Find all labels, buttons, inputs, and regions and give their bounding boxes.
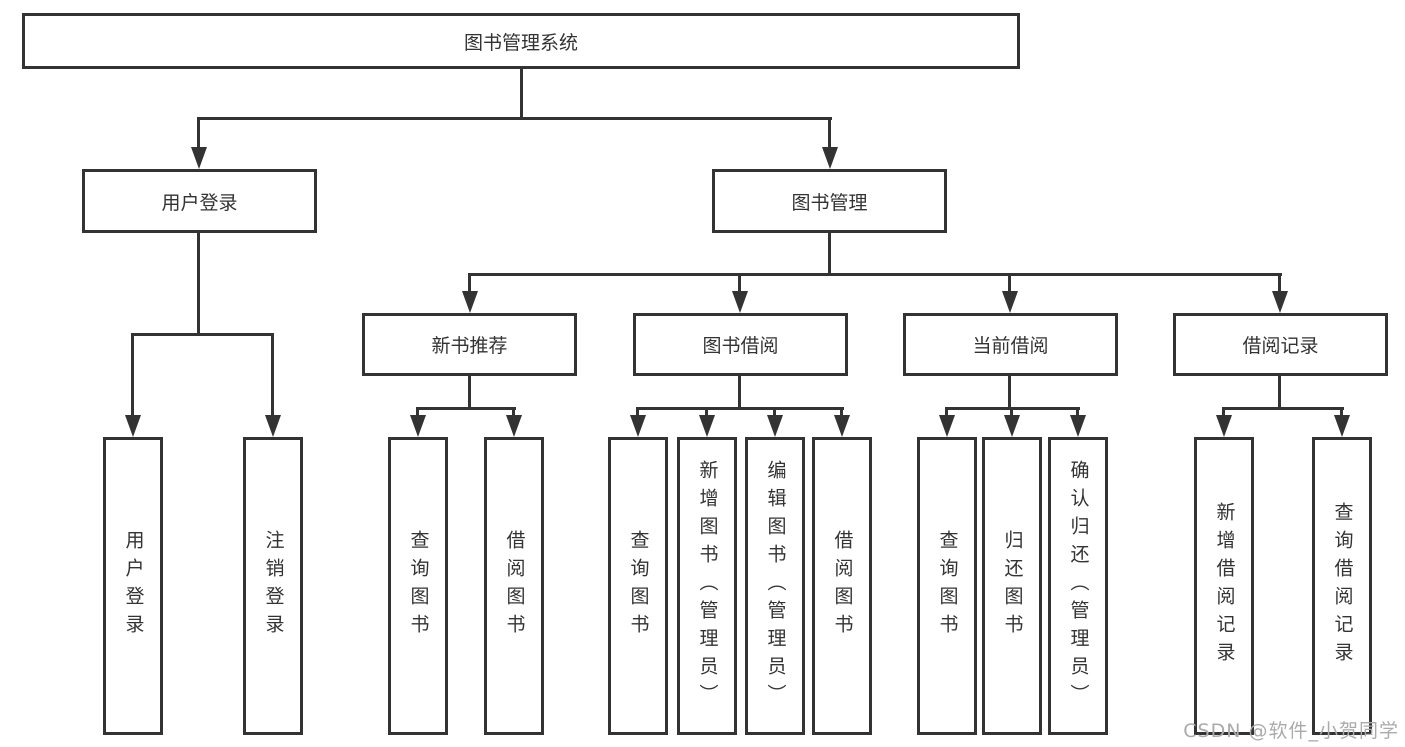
leaf-borrowing-add-books-admin: 新增图书（管理员）	[677, 437, 737, 735]
arrow-down-icon	[732, 291, 748, 313]
arrow-down-icon	[630, 415, 646, 437]
connector-line	[520, 69, 523, 117]
connector-line	[1222, 407, 1344, 410]
connector-line	[1008, 376, 1011, 407]
leaf-recommend-query-books: 查询图书	[388, 437, 448, 735]
node-root-library-system: 图书管理系统	[22, 13, 1020, 69]
leaf-borrowing-query-books: 查询图书	[608, 437, 668, 735]
connector-line	[773, 407, 776, 417]
leaf-records-add-record: 新增借阅记录	[1194, 437, 1254, 735]
arrow-down-icon	[410, 415, 426, 437]
arrow-down-icon	[462, 291, 478, 313]
leaf-borrowing-edit-books-admin: 编辑图书（管理员）	[745, 437, 805, 735]
csdn-watermark: CSDN @软件_小贺同学	[1183, 720, 1399, 742]
leaf-current-confirm-return-admin: 确认归还（管理员）	[1048, 437, 1108, 735]
arrow-down-icon	[506, 415, 522, 437]
connector-line	[197, 233, 200, 333]
connector-line	[416, 407, 516, 410]
connector-line	[636, 407, 844, 410]
arrow-down-icon	[939, 415, 955, 437]
node-book-borrowing: 图书借阅	[633, 313, 848, 376]
connector-line	[945, 407, 948, 417]
connector-line	[1008, 273, 1011, 293]
connector-line	[468, 376, 471, 407]
connector-line	[1278, 376, 1281, 407]
connector-line	[131, 333, 134, 417]
connector-line	[705, 407, 708, 417]
leaf-user-login: 用户登录	[103, 437, 163, 735]
arrow-down-icon	[1272, 291, 1288, 313]
connector-line	[197, 117, 200, 150]
arrow-down-icon	[125, 415, 141, 437]
arrow-down-icon	[1004, 415, 1020, 437]
connector-line	[271, 333, 274, 417]
arrow-down-icon	[1216, 415, 1232, 437]
connector-line	[1340, 407, 1343, 417]
connector-line	[512, 407, 515, 417]
node-user-login: 用户登录	[82, 169, 317, 233]
leaf-current-query-books: 查询图书	[917, 437, 977, 735]
leaf-recommend-borrow-books: 借阅图书	[484, 437, 544, 735]
leaf-records-query-record: 查询借阅记录	[1312, 437, 1372, 735]
connector-line	[636, 407, 639, 417]
connector-line	[828, 117, 831, 150]
connector-line	[197, 117, 832, 120]
node-book-management: 图书管理	[712, 169, 947, 233]
arrow-down-icon	[265, 415, 281, 437]
connector-line	[738, 376, 741, 407]
connector-line	[1076, 407, 1079, 417]
arrow-down-icon	[834, 415, 850, 437]
arrow-down-icon	[191, 147, 207, 169]
arrow-down-icon	[1334, 415, 1350, 437]
connector-line	[131, 333, 274, 336]
leaf-logout: 注销登录	[243, 437, 303, 735]
connector-line	[468, 273, 471, 293]
connector-line	[1010, 407, 1013, 417]
connector-line	[1278, 273, 1281, 293]
node-current-borrowing: 当前借阅	[903, 313, 1118, 376]
arrow-down-icon	[822, 147, 838, 169]
leaf-borrowing-borrow-books: 借阅图书	[812, 437, 872, 735]
arrow-down-icon	[767, 415, 783, 437]
node-borrowing-records: 借阅记录	[1173, 313, 1388, 376]
arrow-down-icon	[1002, 291, 1018, 313]
leaf-current-return-books: 归还图书	[982, 437, 1042, 735]
connector-line	[840, 407, 843, 417]
node-new-book-recommendation: 新书推荐	[362, 313, 577, 376]
connector-line	[468, 273, 1282, 276]
connector-line	[738, 273, 741, 293]
connector-line	[416, 407, 419, 417]
connector-line	[1222, 407, 1225, 417]
arrow-down-icon	[699, 415, 715, 437]
connector-line	[828, 233, 831, 273]
arrow-down-icon	[1070, 415, 1086, 437]
